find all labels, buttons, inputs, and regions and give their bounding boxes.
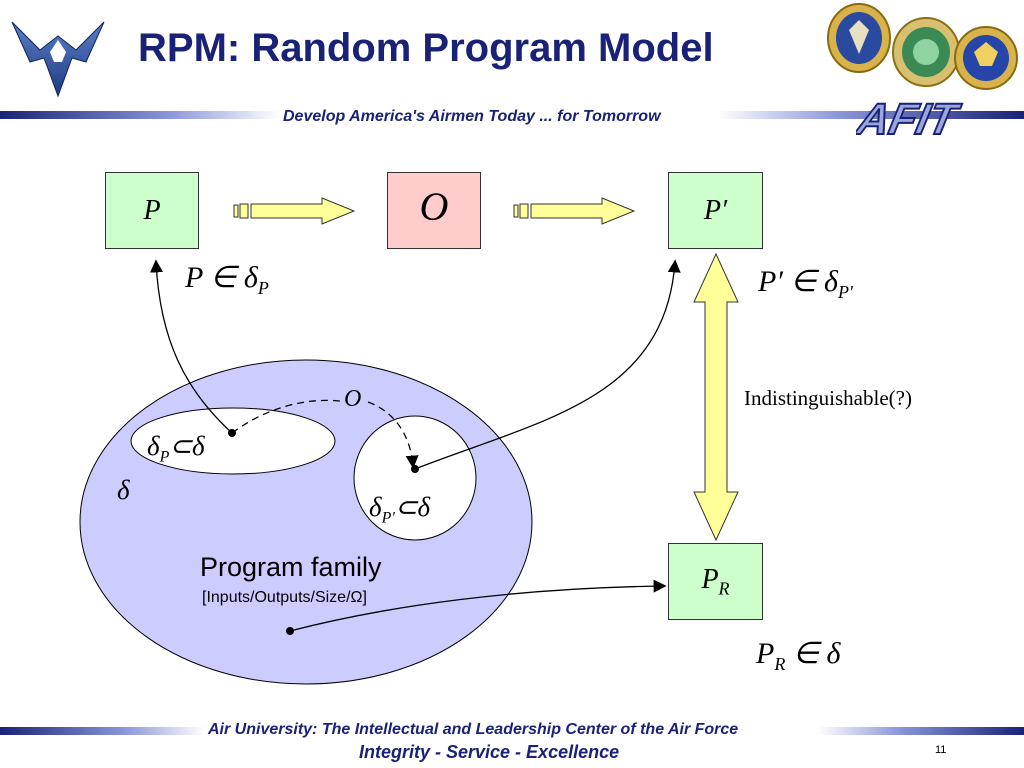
delta-p-tail: ⊂δ	[169, 431, 205, 461]
header-bar-left	[0, 111, 280, 119]
box-pr-sub: R	[718, 578, 730, 599]
relation-pr-sub: R	[774, 654, 786, 674]
relation-pr-in-delta: PR ∈ δ	[756, 636, 840, 675]
footer-bar-right	[818, 727, 1024, 735]
curve-dp-to-p	[150, 259, 233, 434]
box-pr-main: P	[701, 563, 719, 595]
curve-family-to-pr	[289, 579, 667, 632]
dot-delta-p-prime	[411, 465, 419, 473]
program-family-label: Program family	[200, 552, 382, 582]
box-p: P	[105, 172, 199, 249]
arrow-o-to-p-prime	[513, 197, 636, 225]
delta-p-sub: P	[159, 448, 170, 466]
box-pr-label: PR	[701, 564, 729, 600]
dot-program-family	[286, 627, 294, 635]
relation-p-sub: P	[257, 278, 269, 298]
afit-logo: AFIT	[856, 94, 966, 144]
label-delta-pprime-subset: δP′⊂δ	[369, 492, 430, 527]
program-family-sublabel: [Inputs/Outputs/Size/Ω]	[202, 589, 367, 606]
box-pr: PR	[668, 543, 763, 620]
footer-line-2: Integrity - Service - Excellence	[359, 742, 620, 762]
relation-pr-main: P	[756, 637, 775, 670]
box-o: O	[387, 172, 481, 249]
box-p-prime: P′	[668, 172, 763, 249]
relation-pr-tail: ∈ δ	[792, 637, 841, 670]
program-family-ellipse	[79, 359, 533, 685]
delta-p-ellipse	[130, 407, 336, 475]
indistinguishable-double-arrow	[693, 252, 739, 542]
relation-pprime-in-delta-pprime: P′ ∈ δP′	[758, 264, 853, 303]
delta-pp-tail: ⊂δ	[394, 492, 431, 522]
air-force-wings-logo	[11, 21, 105, 98]
label-o-mapping: O	[344, 386, 362, 412]
afit-logo-text: AFIT	[856, 95, 965, 143]
relation-p-in-delta-p: P ∈ δP	[185, 260, 269, 299]
relation-pp-main: P′ ∈ δ	[758, 265, 838, 298]
delta-pp-sub: P′	[381, 509, 395, 527]
header-bar-right	[718, 111, 1024, 119]
box-p-prime-label: P′	[703, 194, 728, 226]
footer-bar-left	[0, 727, 205, 735]
label-delta-p-subset: δP⊂δ	[147, 431, 205, 466]
relation-pp-sub: P′	[837, 282, 853, 302]
delta-pp-main: δ	[369, 492, 382, 522]
dot-delta-p	[228, 429, 236, 437]
relation-p-main: P ∈ δ	[185, 261, 258, 294]
command-seals-logo	[827, 3, 1018, 90]
footer-line-1: Air University: The Intellectual and Lea…	[208, 721, 739, 738]
arrow-p-to-o	[233, 197, 356, 225]
curve-dpp-to-pprime	[414, 259, 681, 470]
slide-title: RPM: Random Program Model	[138, 26, 714, 70]
box-p-label: P	[143, 194, 161, 226]
delta-p-main: δ	[147, 431, 160, 461]
dashed-o-mapping	[231, 399, 413, 466]
label-delta: δ	[117, 475, 130, 505]
box-o-label: O	[419, 184, 449, 229]
indistinguishable-label: Indistinguishable(?)	[744, 386, 912, 410]
tagline: Develop America's Airmen Today ... for T…	[283, 108, 661, 125]
page-number: 11	[935, 744, 947, 756]
